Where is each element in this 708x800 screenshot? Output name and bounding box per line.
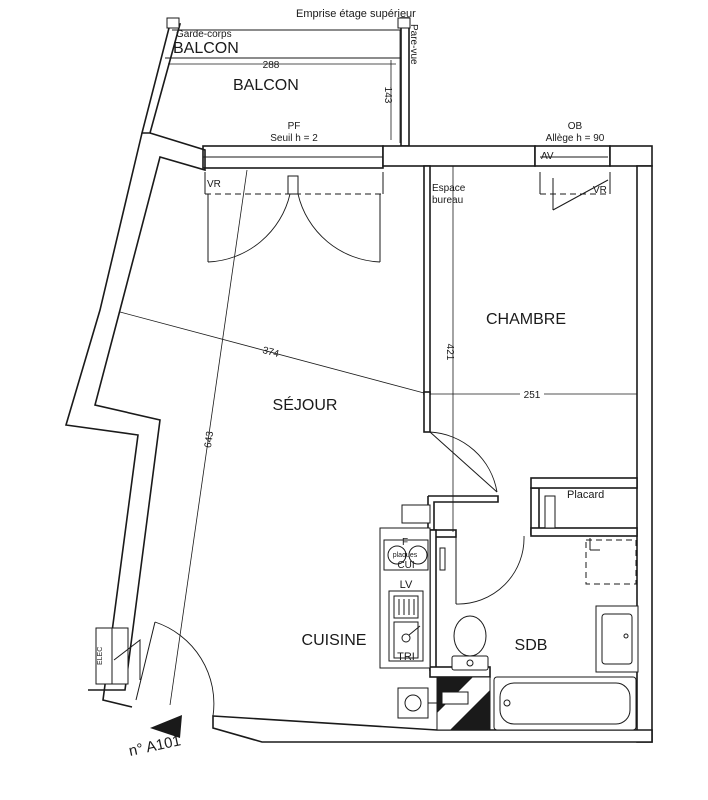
balcony: 288 143 Emprise étage supérieur Garde-co…: [140, 8, 419, 147]
kitchen-cabinet-top: [401, 504, 431, 524]
placard-top-wall: [530, 477, 638, 489]
kitchen-sdb-partition: [429, 529, 437, 671]
sejour-width-dim-line: [119, 311, 425, 394]
av-label: AV: [541, 151, 554, 162]
outer-walls: [64, 132, 653, 743]
sdb-door-arc: [455, 535, 525, 605]
shaft-fill-2: [450, 690, 490, 730]
balcon-sublabel: BALCON: [173, 40, 239, 57]
chambre-door-arc: [429, 431, 498, 493]
fridge: [397, 687, 429, 719]
cui-label: CUI: [397, 560, 414, 571]
left-wall-outer: [64, 132, 143, 708]
chambre-length-dim: 421: [444, 344, 455, 361]
top-wall-mid: [382, 145, 536, 167]
sdb-top-wall: [427, 495, 499, 531]
top-wall-right: [609, 145, 653, 167]
espace-label: Espace: [432, 183, 466, 194]
kitchen-fixtures: F plaques CUI LV TRI: [379, 504, 446, 719]
door-jamb: [423, 391, 431, 433]
toilet-tank: [451, 655, 489, 671]
toilet-flush: [466, 659, 474, 667]
dimension-lines: 374 643 421 251: [119, 166, 637, 706]
cuisson-label: plaques: [393, 552, 418, 559]
emprise-label: Emprise étage supérieur: [296, 8, 416, 20]
f-label: F: [402, 537, 408, 548]
chambre-label: CHAMBRE: [486, 311, 566, 328]
pare-vue-wall: [400, 17, 410, 147]
apartment-number: n° A101: [127, 732, 182, 760]
right-wall: [636, 165, 653, 743]
top-openings: VR PF Seuil h = 2 OB Allège h = 90 AV VR: [203, 121, 611, 263]
sejour-length-dim: 643: [203, 430, 216, 448]
bathtub-drain: [503, 699, 511, 707]
pf-arc-right: [297, 193, 381, 263]
washer-space: [585, 539, 637, 585]
fridge-circle: [404, 694, 422, 712]
bathtub-inner: [499, 682, 631, 725]
balcony-post-left: [166, 17, 180, 29]
vr-right-label: VR: [593, 185, 607, 196]
placard-side-wall: [530, 487, 540, 535]
placard-label: Placard: [567, 489, 604, 501]
entrance-door-leaf: [135, 621, 156, 701]
elec-door: [113, 638, 141, 680]
shaft-box: [441, 691, 469, 705]
washbasin: [601, 613, 633, 665]
balcon-label: BALCON: [233, 77, 299, 94]
balcony-post-right: [397, 17, 411, 29]
vr-left-label: VR: [207, 179, 221, 190]
sink-basin: [393, 595, 419, 619]
sdb-label: SDB: [515, 637, 548, 654]
placard-shelf: [544, 495, 556, 529]
chambre-door-leaf: [429, 431, 498, 493]
placard-bottom-wall: [530, 527, 638, 537]
sink-bowl: [393, 621, 419, 659]
ob-swing: [552, 179, 609, 211]
pare-vue-label: Pare-vue: [408, 24, 419, 65]
hob-burner-1: [387, 545, 407, 565]
elec-label: ELEC: [97, 647, 104, 665]
bureau-label: bureau: [432, 195, 463, 206]
pf-mullion: [287, 175, 299, 195]
room-labels: CHAMBRE SÉJOUR CUISINE SDB Espace bureau: [273, 183, 566, 654]
pf-label: PF: [288, 121, 301, 132]
balcon-depth-dim: 143: [382, 87, 393, 104]
entrance: ELEC n° A101: [95, 621, 215, 760]
balcon-width-dim: 288: [263, 60, 280, 71]
allege-label: Allège h = 90: [546, 133, 605, 144]
lv-label: LV: [400, 579, 413, 591]
pf-arc-left: [207, 193, 291, 263]
seuil-label: Seuil h = 2: [270, 133, 318, 144]
tri-label: TRI: [397, 651, 415, 663]
entrance-door-arc: [154, 621, 215, 717]
bathroom-fixtures: [451, 605, 639, 731]
ob-label: OB: [568, 121, 583, 132]
toilet-bowl: [453, 615, 487, 657]
sink-drain: [401, 633, 411, 643]
left-wall-inner: [88, 132, 206, 691]
chambre-width-dim: 251: [524, 390, 541, 401]
chambre-width-dim-bg: [520, 388, 544, 400]
cuisine-label: CUISINE: [302, 632, 367, 649]
faucet: [408, 625, 421, 636]
entrance-arrow: [150, 715, 182, 738]
garde-corps-label: Garde-corps: [176, 29, 232, 40]
washbasin-drain: [623, 633, 629, 639]
interior-walls: Placard: [423, 165, 638, 731]
kitchen-handle: [439, 547, 446, 571]
sejour-length-dim-line: [169, 169, 248, 706]
hob-burner-2: [408, 545, 428, 565]
sejour-label: SÉJOUR: [273, 395, 338, 414]
chambre-sejour-partition: [423, 165, 431, 395]
sejour-width-dim: 374: [261, 345, 280, 360]
